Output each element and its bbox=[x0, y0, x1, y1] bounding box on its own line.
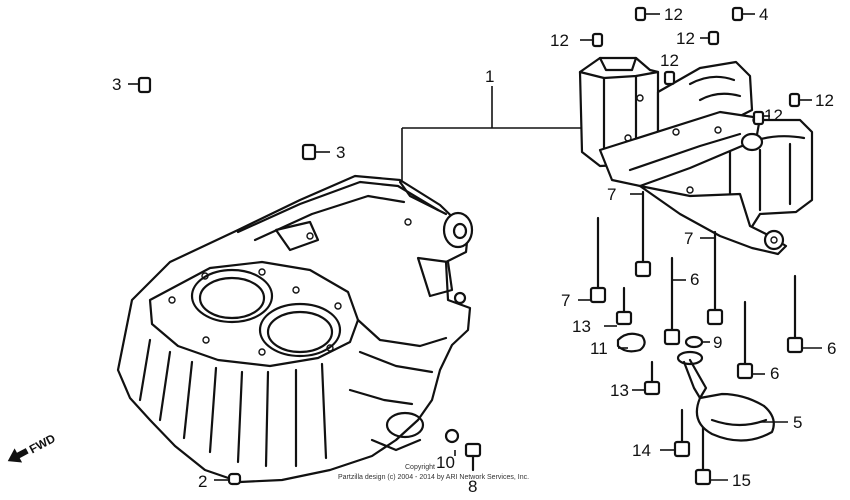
copyright-line-1: Copyright bbox=[405, 464, 435, 471]
callout-7a: 7 bbox=[561, 291, 570, 310]
o-ring-9 bbox=[684, 335, 710, 349]
bolt-8 bbox=[464, 442, 482, 472]
bolt-6a bbox=[663, 256, 686, 346]
fwd-label: FWD bbox=[27, 431, 58, 456]
callout-5: 5 bbox=[793, 413, 802, 432]
callout-12c: 12 bbox=[676, 29, 695, 48]
bolt-6c bbox=[736, 300, 765, 380]
washer-10 bbox=[444, 428, 460, 456]
callout-12f: 12 bbox=[764, 106, 783, 125]
callout-7b: 7 bbox=[607, 185, 616, 204]
oil-strainer-parts bbox=[616, 332, 788, 442]
bolt-14 bbox=[660, 408, 691, 458]
dowel-pin-3a bbox=[128, 76, 152, 94]
dowel-pin-12f bbox=[752, 110, 770, 126]
fwd-arrow-icon bbox=[7, 448, 29, 463]
bolt-13a bbox=[604, 286, 633, 327]
callout-9: 9 bbox=[713, 333, 722, 352]
bolt-7c bbox=[700, 230, 724, 326]
copyright-line-2: Partzilla design (c) 2004 - 2014 by ARI … bbox=[338, 474, 529, 481]
plug-2 bbox=[214, 472, 242, 486]
dowel-pin-12d bbox=[663, 70, 676, 86]
clip-11 bbox=[616, 332, 646, 353]
callout-labels: 1 2 3 3 4 5 6 6 6 7 7 7 8 9 10 11 12 12 … bbox=[112, 5, 836, 496]
dowel-pins bbox=[128, 6, 812, 486]
callout-6b: 6 bbox=[827, 339, 836, 358]
callout-15: 15 bbox=[732, 471, 751, 490]
callout-13b: 13 bbox=[610, 381, 629, 400]
dowel-pin-12e bbox=[788, 92, 812, 108]
bolt-6b bbox=[786, 274, 822, 354]
dowel-pin-12c bbox=[700, 30, 720, 46]
callout-12a: 12 bbox=[550, 31, 569, 50]
callout-14: 14 bbox=[632, 441, 651, 460]
callout-12d: 12 bbox=[660, 51, 679, 70]
callout-8: 8 bbox=[468, 477, 477, 496]
callout-7c: 7 bbox=[684, 229, 693, 248]
callout-6a: 6 bbox=[690, 270, 699, 289]
callout-13a: 13 bbox=[572, 317, 591, 336]
oil-strainer-5 bbox=[676, 350, 788, 442]
dowel-pin-3b bbox=[301, 143, 330, 161]
callout-1: 1 bbox=[485, 67, 494, 86]
bolt-13b bbox=[632, 360, 661, 396]
callout-6c: 6 bbox=[770, 364, 779, 383]
crankcase-illustration bbox=[116, 174, 474, 484]
callout-2: 2 bbox=[198, 472, 207, 491]
callout-1-leader bbox=[401, 86, 582, 182]
bolts bbox=[444, 190, 822, 486]
callout-12b: 12 bbox=[664, 5, 683, 24]
callout-10: 10 bbox=[436, 453, 455, 472]
fwd-arrow: FWD bbox=[7, 431, 58, 463]
callout-4: 4 bbox=[759, 5, 768, 24]
dowel-pin-4 bbox=[731, 6, 755, 22]
dowel-pin-12b bbox=[634, 6, 660, 22]
dowel-pin-12a bbox=[580, 32, 604, 48]
callout-12e: 12 bbox=[815, 91, 834, 110]
callout-3a: 3 bbox=[112, 75, 121, 94]
callout-3b: 3 bbox=[336, 143, 345, 162]
copyright-watermark: Copyright Partzilla design (c) 2004 - 20… bbox=[338, 464, 529, 481]
callout-11: 11 bbox=[590, 339, 608, 358]
bolt-7a bbox=[578, 216, 607, 304]
bearing-holder-illustration bbox=[578, 56, 814, 256]
bolt-7b bbox=[630, 190, 652, 278]
